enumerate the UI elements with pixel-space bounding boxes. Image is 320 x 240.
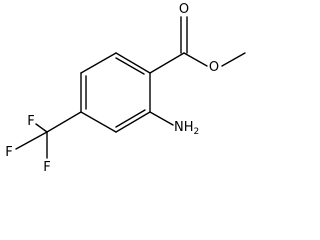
bond-ester-oxygen-to-methyl — [221, 52, 246, 67]
bond-cf3-to-fluorine-left — [15, 131, 48, 150]
ring-bond-c3-c4 — [80, 111, 117, 133]
ring-bond-c2-c3 — [115, 111, 151, 133]
bond-ring-to-nitrogen — [149, 111, 174, 126]
amine-hydrogen-label: H — [184, 120, 194, 135]
ring-bond-c6-c1 — [115, 52, 151, 74]
ester-oxygen-label: O — [209, 60, 219, 75]
amine-hydrogen-count: 2 — [194, 127, 200, 137]
ring-bond-c5-c6 — [80, 52, 117, 74]
fluorine-top-label: F — [27, 114, 34, 129]
bond-carbonyl-to-ester-oxygen — [183, 52, 208, 67]
atom-labels: O O NH2 F F F — [5, 2, 219, 175]
amine-nitrogen-label: N — [174, 120, 184, 135]
bond-cf3-to-fluorine-top — [35, 123, 48, 133]
fluorine-left-label: F — [5, 145, 12, 160]
chemical-structure-diagram: O O NH2 F F F — [5, 2, 246, 175]
carbonyl-oxygen-label: O — [179, 2, 189, 17]
bond-ring-to-carbonyl — [149, 52, 185, 74]
ring-inner-bond-c1-c6 — [115, 57, 145, 75]
fluorine-bottom-label: F — [43, 160, 50, 175]
amine-label: NH2 — [174, 120, 199, 137]
bond-ring-to-cf3-carbon — [46, 111, 82, 133]
bond-lines — [15, 16, 246, 159]
ring-inner-bond-c2-c3 — [115, 109, 146, 128]
